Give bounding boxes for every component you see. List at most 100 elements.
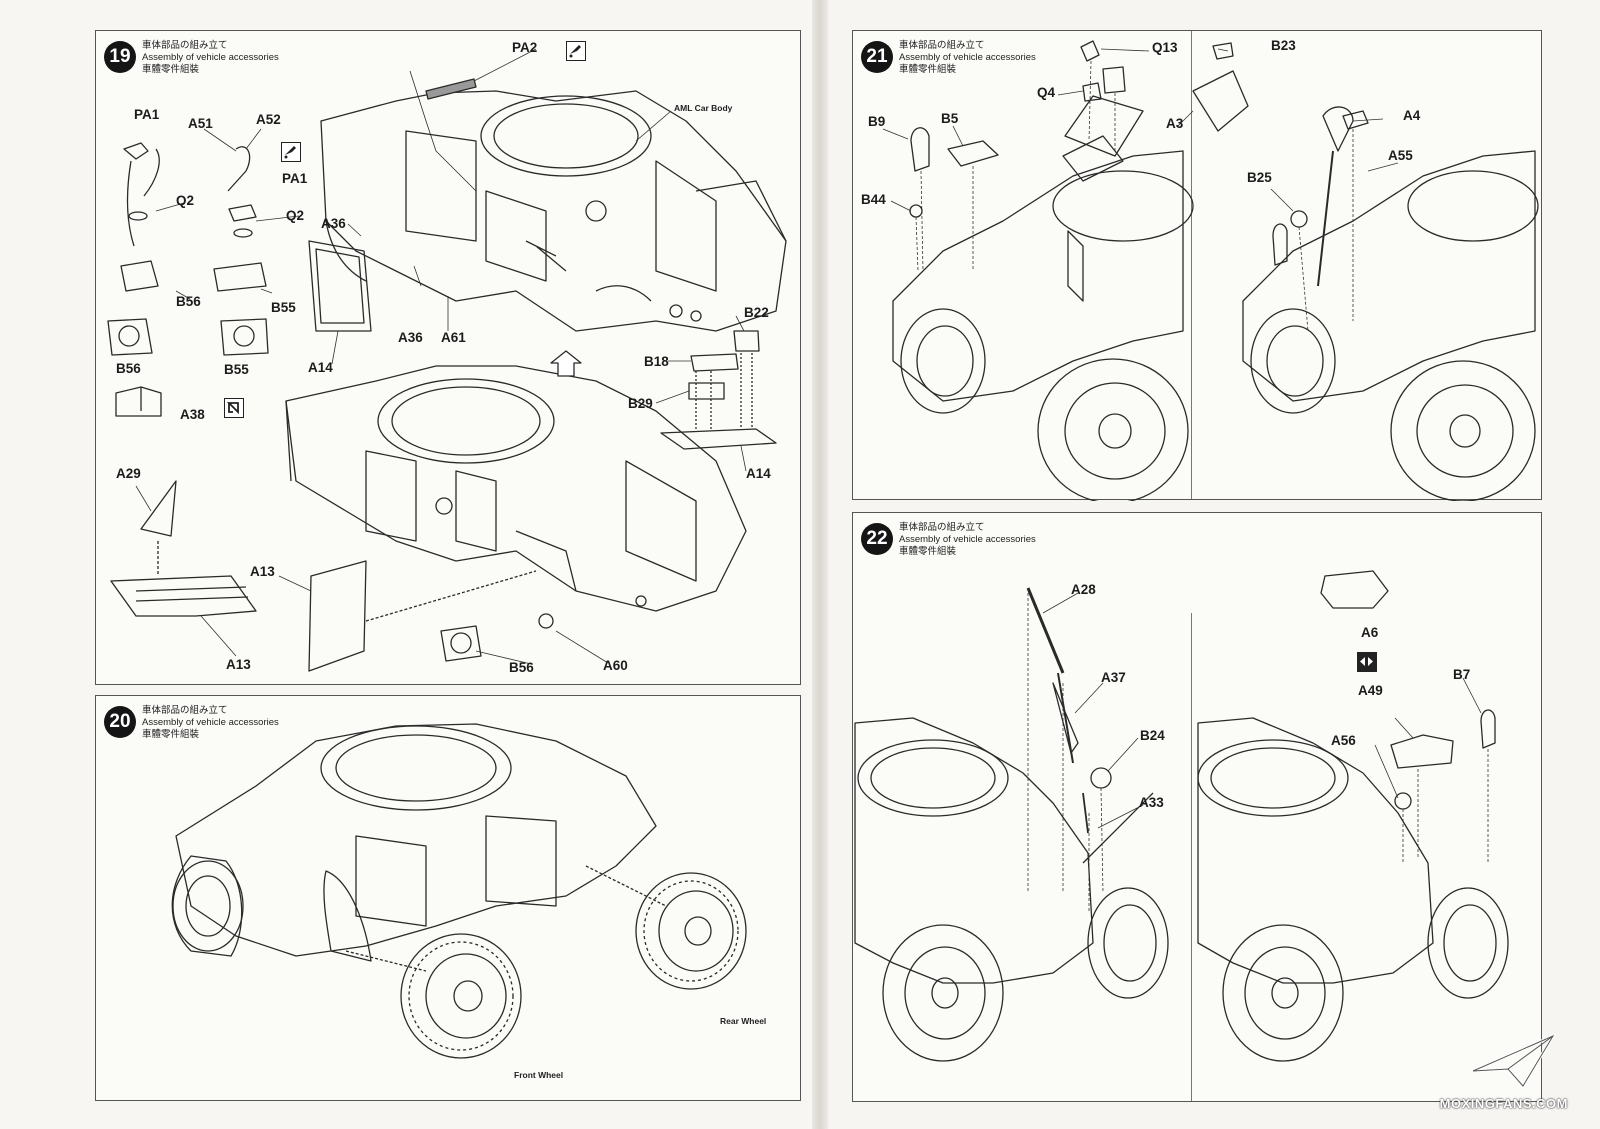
step-number: 22 bbox=[861, 523, 893, 555]
part-label-a13: A13 bbox=[250, 564, 275, 579]
tray-a14-drawing bbox=[660, 330, 777, 450]
part-label-a4: A4 bbox=[1403, 108, 1421, 123]
front-wheel-drawing bbox=[400, 933, 522, 1059]
part-label-pa1: PA1 bbox=[134, 107, 160, 122]
part-label-b18: B18 bbox=[644, 354, 669, 369]
part-label-b29: B29 bbox=[628, 396, 653, 411]
part-label-a29: A29 bbox=[116, 466, 141, 481]
vehicle-front-left-drawing bbox=[892, 135, 1194, 501]
vehicle-front-right-drawing bbox=[1242, 106, 1539, 501]
part-label-b44: B44 bbox=[861, 192, 886, 207]
step-19-panel: 19 車体部品の組み立て Assembly of vehicle accesso… bbox=[95, 30, 801, 685]
step-19-drawing bbox=[107, 48, 787, 672]
part-label-a55: A55 bbox=[1388, 148, 1413, 163]
part-label-q4: Q4 bbox=[1037, 85, 1056, 100]
part-label-b22: B22 bbox=[744, 305, 769, 320]
part-label-pa1: PA1 bbox=[282, 171, 308, 186]
small-parts-drawing bbox=[909, 40, 1369, 266]
part-label-a37: A37 bbox=[1101, 670, 1126, 685]
title-jp: 車体部品の組み立て bbox=[899, 522, 985, 533]
aml-car-body-note: AML Car Body bbox=[674, 103, 733, 113]
step-20-panel: 20 車体部品の組み立て Assembly of vehicle accesso… bbox=[95, 695, 801, 1101]
title-en: Assembly of vehicle accessories bbox=[142, 52, 279, 63]
part-label-b55: B55 bbox=[271, 300, 296, 315]
part-label-a28: A28 bbox=[1071, 582, 1096, 597]
part-label-b56: B56 bbox=[509, 660, 534, 675]
part-label-a52: A52 bbox=[256, 112, 281, 127]
part-label-a49: A49 bbox=[1358, 683, 1383, 698]
part-label-b24: B24 bbox=[1140, 728, 1165, 743]
step-title: 車体部品の組み立て Assembly of vehicle accessorie… bbox=[142, 40, 402, 76]
small-parts-left-drawing bbox=[107, 142, 269, 417]
part-label-q2: Q2 bbox=[286, 208, 305, 223]
title-en: Assembly of vehicle accessories bbox=[899, 52, 1036, 63]
step-21-panel: 21 車体部品の組み立て Assembly of vehicle accesso… bbox=[852, 30, 1542, 501]
paper-plane-icon bbox=[1472, 1032, 1557, 1089]
hull-lower-drawing bbox=[285, 365, 747, 629]
part-label-a14: A14 bbox=[308, 360, 333, 375]
step-title: 車体部品の組み立て Assembly of vehicle accessorie… bbox=[142, 705, 402, 741]
part-label-a6: A6 bbox=[1361, 625, 1379, 640]
part-label-b55: B55 bbox=[224, 362, 249, 377]
title-jp: 車体部品の組み立て bbox=[142, 40, 228, 51]
step-title: 車体部品の組み立て Assembly of vehicle accessorie… bbox=[899, 522, 1159, 558]
part-label-a38: A38 bbox=[180, 407, 205, 422]
title-zh: 車體零件組裝 bbox=[142, 64, 200, 75]
title-jp: 車体部品の組み立て bbox=[899, 40, 985, 51]
part-label-q13: Q13 bbox=[1152, 40, 1178, 55]
title-en: Assembly of vehicle accessories bbox=[899, 534, 1036, 545]
glue-icon bbox=[566, 41, 586, 61]
glue-icon bbox=[281, 142, 301, 162]
step-number: 20 bbox=[104, 706, 136, 738]
part-label-b56: B56 bbox=[176, 294, 201, 309]
part-label-q2: Q2 bbox=[176, 193, 195, 208]
title-jp: 車体部品の組み立て bbox=[142, 705, 228, 716]
watermark: MOXINGFANS.COM bbox=[1418, 1031, 1568, 1111]
part-label-a61: A61 bbox=[441, 330, 466, 345]
step-number: 19 bbox=[104, 41, 136, 73]
panel-divider bbox=[1191, 31, 1192, 499]
part-label-b9: B9 bbox=[868, 114, 886, 129]
part-label-b25: B25 bbox=[1247, 170, 1272, 185]
title-zh: 車體零件組裝 bbox=[142, 729, 200, 740]
part-label-a13: A13 bbox=[226, 657, 251, 672]
part-label-a33: A33 bbox=[1139, 795, 1164, 810]
part-label-pa2: PA2 bbox=[512, 40, 538, 55]
rear-wheel-label: Rear Wheel bbox=[720, 1016, 767, 1026]
front-wheel-label: Front Wheel bbox=[514, 1070, 564, 1080]
watermark-text: MOXINGFANS.COM bbox=[1439, 1096, 1568, 1111]
step-title: 車体部品の組み立て Assembly of vehicle accessorie… bbox=[899, 40, 1159, 76]
small-parts-drawing bbox=[1320, 570, 1496, 810]
part-label-a14: A14 bbox=[746, 466, 771, 481]
step-22-drawing bbox=[854, 570, 1509, 1062]
title-zh: 車體零件組裝 bbox=[899, 546, 957, 557]
fender-a13-drawing bbox=[308, 560, 537, 672]
page-gutter bbox=[812, 0, 828, 1129]
title-zh: 車體零件組裝 bbox=[899, 64, 957, 75]
part-label-b7: B7 bbox=[1453, 667, 1471, 682]
rear-wheel-drawing bbox=[635, 872, 747, 990]
step-20-drawing bbox=[171, 723, 747, 1059]
part-label-b5: B5 bbox=[941, 111, 959, 126]
part-label-a3: A3 bbox=[1166, 116, 1184, 131]
part-label-a36: A36 bbox=[398, 330, 423, 345]
symmetric-icon bbox=[1357, 652, 1377, 672]
step-21-drawing bbox=[882, 40, 1539, 501]
title-en: Assembly of vehicle accessories bbox=[142, 717, 279, 728]
hull-drawing bbox=[175, 723, 657, 957]
fender-a29-drawing bbox=[110, 480, 257, 617]
part-label-a36: A36 bbox=[321, 216, 346, 231]
door-a14-drawing bbox=[308, 240, 372, 332]
vehicle-right-drawing bbox=[1197, 717, 1509, 1062]
part-label-a56: A56 bbox=[1331, 733, 1356, 748]
panel-divider bbox=[1191, 613, 1192, 1101]
part-label-b23: B23 bbox=[1271, 38, 1296, 53]
step-number: 21 bbox=[861, 41, 893, 73]
flip-icon bbox=[224, 398, 244, 418]
part-label-b56: B56 bbox=[116, 361, 141, 376]
part-label-a60: A60 bbox=[603, 658, 628, 673]
part-label-a51: A51 bbox=[188, 116, 213, 131]
step-22-panel: 22 車体部品の組み立て Assembly of vehicle accesso… bbox=[852, 512, 1542, 1102]
hull-upper-drawing bbox=[320, 90, 787, 332]
